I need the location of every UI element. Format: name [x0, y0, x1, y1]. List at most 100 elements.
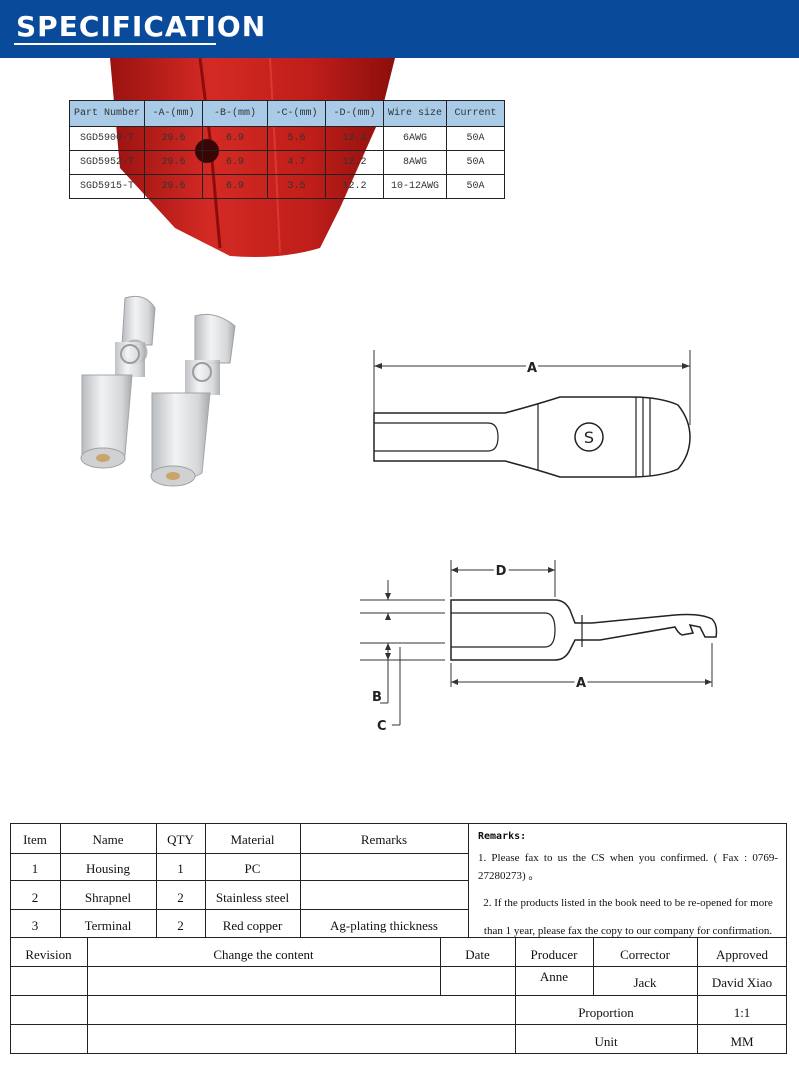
grid-line	[300, 823, 301, 937]
header-banner: SPECIFICATION	[0, 0, 799, 58]
date-label: Date	[465, 947, 490, 962]
grid-line	[10, 880, 468, 881]
cell: 29.6	[144, 150, 203, 175]
cell: 4.7	[267, 150, 326, 175]
grid-line	[87, 937, 88, 1054]
approved-label: Approved	[716, 947, 768, 962]
grid-line	[468, 823, 469, 937]
col-wire-size: Wire size	[383, 100, 447, 127]
header-qty: QTY	[167, 832, 194, 847]
border	[10, 1053, 787, 1054]
header-name: Name	[92, 832, 124, 847]
col-current: Current	[446, 100, 505, 127]
dim-a-top-bg: A	[527, 361, 537, 376]
remark-1: 1. Please fax to us the CS when you conf…	[478, 852, 778, 882]
grid-line	[10, 937, 787, 938]
cell: 12.2	[325, 150, 384, 175]
dim-a-side-bg: A	[576, 676, 586, 691]
remark-2: 2. If the products listed in the book ne…	[483, 897, 773, 937]
grid-line	[10, 853, 468, 854]
grid-line	[156, 823, 157, 937]
dim-c-label: C	[377, 719, 387, 734]
cell: 12.2	[325, 126, 384, 151]
border	[786, 823, 787, 1054]
side-view-drawing: D D B C A A	[360, 560, 718, 734]
dim-b-label: B	[372, 690, 382, 705]
approved-value: David Xiao	[711, 975, 773, 990]
producer-label: Producer	[530, 947, 578, 962]
title-underline	[14, 43, 216, 45]
col-b: -B-(mm)	[202, 100, 268, 127]
col-d: -D-(mm)	[325, 100, 384, 127]
remarks-title: Remarks:	[478, 831, 527, 842]
proportion-value: 1:1	[733, 1005, 751, 1020]
cell: 50A	[446, 150, 505, 175]
terminal-pins-photo	[80, 295, 236, 487]
bom-remarks: Ag-plating thickness	[330, 918, 438, 933]
cell: 6.9	[202, 150, 268, 175]
grid-line	[10, 1024, 787, 1025]
cell: 6.9	[202, 174, 268, 199]
bom-item: 2	[31, 890, 39, 905]
dim-a-top-label: A	[527, 361, 537, 376]
bom-item: 1	[31, 861, 39, 876]
cell: 29.6	[144, 174, 203, 199]
header-material: Material	[230, 832, 275, 847]
table-row: SGD5952-T 29.6 6.9 4.7 12.2 8AWG 50A	[69, 150, 505, 175]
cell: 6.9	[202, 126, 268, 151]
bom-name: Terminal	[84, 918, 132, 933]
unit-label: Unit	[594, 1034, 618, 1049]
cell: 10-12AWG	[383, 174, 447, 199]
page-title: SPECIFICATION	[16, 10, 267, 43]
dim-d-label: D	[496, 564, 507, 579]
bom-qty: 2	[177, 890, 184, 905]
grid-line	[440, 937, 441, 995]
dim-a-side-label: A	[576, 676, 586, 691]
cell: 5.6	[267, 126, 326, 151]
table-row: SGD5900-T 29.6 6.9 5.6 12.2 6AWG 50A	[69, 126, 505, 151]
cell: 50A	[446, 126, 505, 151]
change-label: Change the content	[213, 947, 314, 962]
proportion-label: Proportion	[578, 1005, 634, 1020]
bom-qty: 2	[177, 918, 184, 933]
grid-line	[697, 937, 698, 1054]
col-part-number: Part Number	[69, 100, 145, 127]
unit-value: MM	[730, 1034, 754, 1049]
grid-line	[515, 937, 516, 1054]
border	[10, 823, 11, 1054]
bom-revision-table: Item Name QTY Material Remarks 1 Housing…	[10, 823, 787, 1054]
col-c: -C-(mm)	[267, 100, 326, 127]
top-view-drawing: A A S	[373, 350, 691, 478]
bom-material: Red copper	[222, 918, 283, 933]
grid-line	[593, 937, 594, 995]
dim-d-bg: D	[496, 564, 507, 579]
spec-header-row: Part Number -A-(mm) -B-(mm) -C-(mm) -D-(…	[69, 100, 505, 127]
grid-line	[205, 823, 206, 937]
bom-material: Stainless steel	[215, 890, 290, 905]
grid-line	[10, 909, 468, 910]
cell: SGD5900-T	[69, 126, 145, 151]
corrector-value: Jack	[633, 975, 657, 990]
corrector-label: Corrector	[620, 947, 670, 962]
bom-material: PC	[244, 861, 261, 876]
grid-line	[60, 823, 61, 937]
grid-line	[10, 995, 787, 996]
cell: SGD5952-T	[69, 150, 145, 175]
bom-name: Shrapnel	[84, 890, 132, 905]
cell: 50A	[446, 174, 505, 199]
cell: 8AWG	[383, 150, 447, 175]
cell: 6AWG	[383, 126, 447, 151]
bom-item: 3	[31, 918, 39, 933]
bom-name: Housing	[85, 861, 131, 876]
header-remarks: Remarks	[360, 832, 408, 847]
cell: 3.5	[267, 174, 326, 199]
cell: SGD5915-T	[69, 174, 145, 199]
logo-s: S	[584, 428, 594, 447]
border	[10, 823, 787, 824]
table-row: SGD5915-T 29.6 6.9 3.5 12.2 10-12AWG 50A	[69, 174, 505, 199]
revision-label: Revision	[25, 947, 72, 962]
bom-qty: 1	[177, 861, 184, 876]
cell: 29.6	[144, 126, 203, 151]
col-a: -A-(mm)	[144, 100, 203, 127]
cell: 12.2	[325, 174, 384, 199]
